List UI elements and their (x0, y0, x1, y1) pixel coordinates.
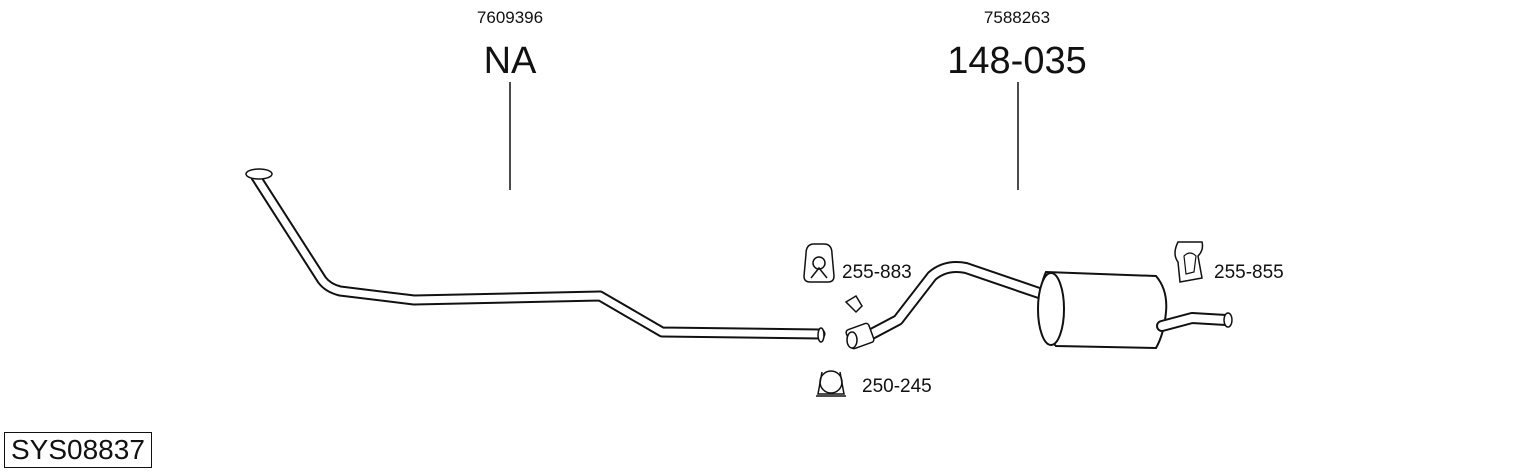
front-pipe-flange (245, 168, 273, 180)
silencer-inlet-cap (1037, 272, 1065, 346)
rubber-mount-icon[interactable] (803, 243, 835, 283)
tail-pipe-end (1223, 312, 1233, 328)
inlet-sleeve (844, 294, 875, 350)
part-label-rubber-mount-front[interactable]: 255-883 (842, 262, 912, 283)
oe-number-front-pipe: 7609396 (476, 8, 544, 27)
part-number-rear-silencer[interactable]: 148-035 (947, 40, 1087, 82)
part-number-front-pipe[interactable]: NA (483, 40, 537, 82)
clamp-icon[interactable] (816, 370, 846, 397)
part-label-clamp[interactable]: 250-245 (862, 376, 932, 397)
front-pipe-end (817, 327, 825, 343)
oe-number-rear-silencer: 7588263 (983, 8, 1051, 27)
front-pipe[interactable] (245, 168, 826, 343)
rubber-mount-icon[interactable] (1174, 241, 1204, 283)
system-code-box: SYS08837 (4, 432, 152, 468)
part-label-rubber-mount-rear[interactable]: 255-855 (1214, 262, 1284, 283)
rear-silencer[interactable] (844, 261, 1233, 350)
bracket-icon (844, 294, 863, 314)
